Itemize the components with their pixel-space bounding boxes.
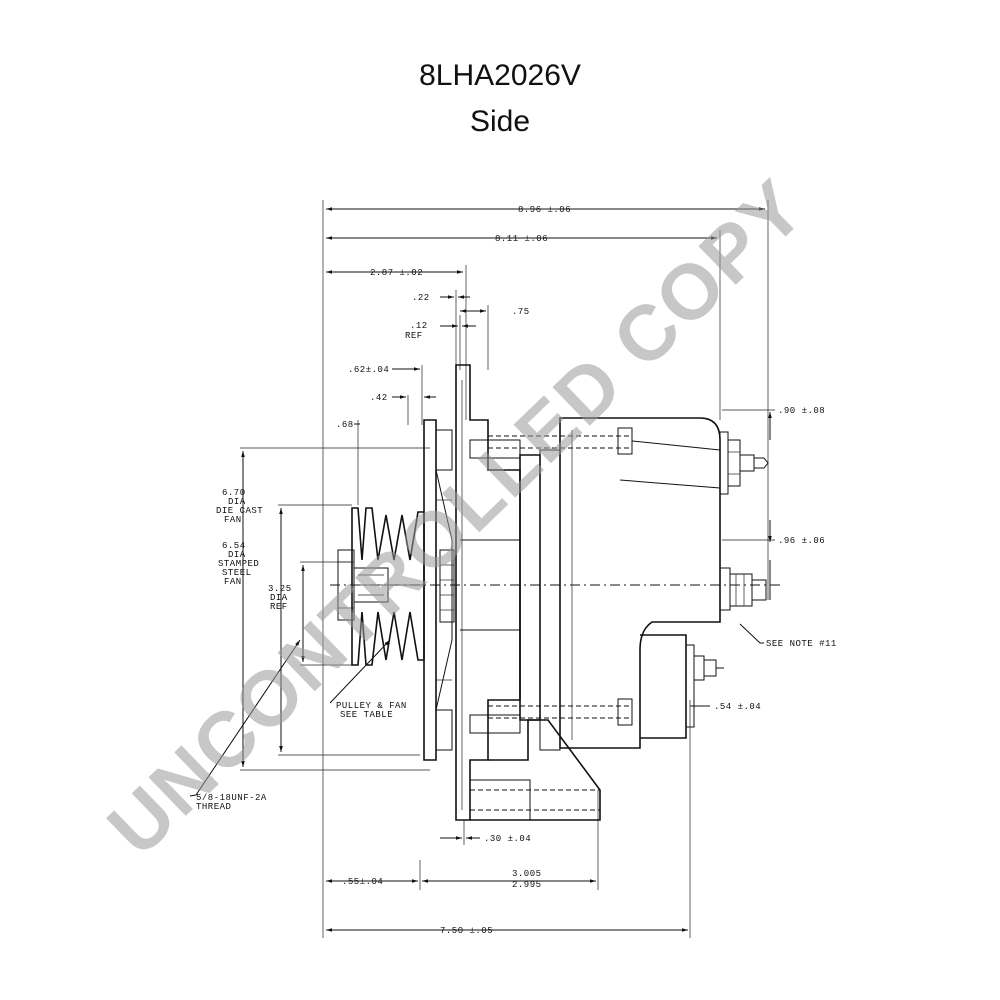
dim-overall-bottom: 7.50 ±.05 bbox=[440, 926, 493, 936]
dim-terminal-mid: .96 ±.06 bbox=[778, 536, 825, 546]
dim-012-ref: REF bbox=[405, 331, 423, 341]
dim-front-to-flange: 2.87 ±.02 bbox=[370, 268, 423, 278]
dim-hub-offset: .30 ±.04 bbox=[484, 834, 531, 844]
dim-068: .68 bbox=[336, 420, 354, 430]
note-stamped-1: 6.54 bbox=[222, 541, 246, 551]
notes: 6.70 DIA DIE CAST FAN 6.54 DIA STAMPED S… bbox=[196, 488, 837, 812]
dim-overall-top: 8.96 ±.06 bbox=[518, 205, 571, 215]
note-die-cast-3: DIE CAST bbox=[216, 506, 263, 516]
note-die-cast-4: FAN bbox=[224, 515, 242, 525]
note-pulley-ref-2: DIA bbox=[270, 593, 288, 603]
view-title: Side bbox=[469, 105, 531, 138]
dim-bracket-offset: .54 ±.04 bbox=[714, 702, 761, 712]
extension-lines bbox=[240, 200, 775, 938]
dim-terminal-top: .90 ±.08 bbox=[778, 406, 825, 416]
model-title: 8LHA2026V bbox=[419, 59, 581, 92]
note-pulley-fan-1: PULLEY & FAN bbox=[336, 701, 407, 711]
dim-body-length: 8.11 ±.06 bbox=[495, 234, 548, 244]
note-die-cast-1: 6.70 bbox=[222, 488, 246, 498]
alternator-body bbox=[330, 364, 780, 821]
note-stamped-5: FAN bbox=[224, 577, 242, 587]
note-pulley-ref-3: REF bbox=[270, 602, 288, 612]
note-pulley-fan-2: SEE TABLE bbox=[340, 710, 393, 720]
dim-022: .22 bbox=[412, 293, 430, 303]
note-thread-1: 5/8-18UNF-2A bbox=[196, 793, 267, 803]
dim-012: .12 bbox=[410, 321, 428, 331]
note-pulley-ref-1: 3.25 bbox=[268, 584, 292, 594]
note-stamped-4: STEEL bbox=[222, 568, 252, 578]
note-stamped-3: STAMPED bbox=[218, 559, 259, 569]
note-stamped-2: DIA bbox=[228, 550, 246, 560]
dim-075: .75 bbox=[512, 307, 530, 317]
note-thread-2: THREAD bbox=[196, 802, 231, 812]
dimension-lines bbox=[189, 207, 772, 932]
dimension-labels: 8.96 ±.06 8.11 ±.06 2.87 ±.02 .22 .75 .1… bbox=[336, 205, 825, 936]
note-see-note: SEE NOTE #11 bbox=[766, 639, 837, 649]
dim-mount-upper: 3.005 bbox=[512, 869, 542, 879]
note-die-cast-2: DIA bbox=[228, 497, 246, 507]
dim-062: .62±.04 bbox=[348, 365, 389, 375]
dim-042: .42 bbox=[370, 393, 388, 403]
dim-mount-lower: 2.995 bbox=[512, 880, 542, 890]
dim-front-bottom: .55±.04 bbox=[342, 877, 383, 887]
